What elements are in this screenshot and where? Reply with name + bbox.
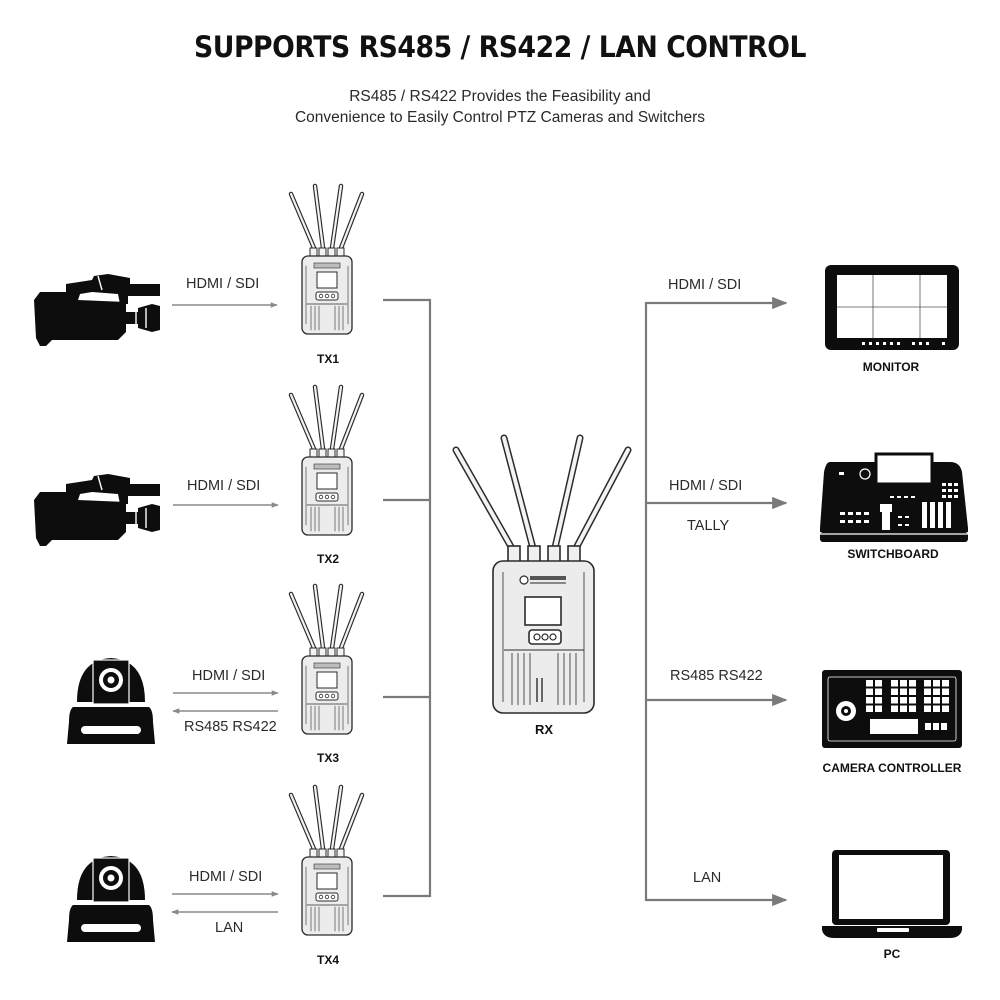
tx-bus-bracket	[383, 298, 432, 898]
tx4-forward-label: HDMI / SDI	[189, 869, 263, 885]
controller-key	[909, 705, 916, 712]
subtitle-line-2: Convenience to Easily Control PTZ Camera…	[294, 109, 706, 126]
controller-key	[866, 705, 873, 712]
rx-name: RX	[534, 722, 554, 737]
controller-key	[900, 688, 907, 695]
controller-key	[875, 680, 882, 687]
controller-key	[891, 680, 898, 687]
controller-key	[942, 680, 949, 687]
controller-key	[924, 697, 931, 704]
transmitter-tx2-icon	[291, 387, 362, 535]
monitor-icon	[825, 265, 959, 350]
tx4-name: TX4	[316, 953, 340, 967]
controller-key	[875, 688, 882, 695]
camera-controller-name: CAMERA CONTROLLER	[822, 761, 962, 775]
rx-output-bus	[644, 296, 788, 907]
controller-key	[942, 697, 949, 704]
switchboard-tally-label: TALLY	[687, 518, 730, 534]
controller-key	[909, 680, 916, 687]
transmitter-tx3-icon	[291, 586, 362, 734]
camcorder-icon	[33, 273, 161, 347]
ptz-camera-icon	[66, 855, 156, 943]
pc-name: PC	[883, 947, 901, 961]
controller-key	[933, 680, 940, 687]
controller-key	[909, 697, 916, 704]
transmitter-tx4-icon	[291, 787, 362, 935]
tx3-name: TX3	[316, 751, 340, 765]
monitor-link-label: HDMI / SDI	[668, 277, 742, 293]
controller-key	[924, 680, 931, 687]
controller-key	[900, 697, 907, 704]
controller-key	[924, 705, 931, 712]
controller-key	[933, 697, 940, 704]
tx2-forward-label: HDMI / SDI	[187, 478, 261, 494]
controller-key	[891, 705, 898, 712]
tx3-return-label: RS485 RS422	[184, 719, 277, 735]
wireless-receiver-icon	[452, 434, 632, 714]
tx1-name: TX1	[316, 352, 340, 366]
controller-key	[900, 680, 907, 687]
ptz-camera-icon	[66, 657, 156, 745]
controller-key	[875, 697, 882, 704]
camera-controller-icon	[822, 670, 962, 748]
subtitle-line-1: RS485 / RS422 Provides the Feasibility a…	[349, 88, 651, 105]
controller-key	[891, 697, 898, 704]
tx3-forward-label: HDMI / SDI	[192, 668, 266, 684]
controller-key	[933, 705, 940, 712]
camcorder-icon	[33, 473, 161, 547]
transmitter-tx1-icon	[291, 186, 362, 334]
controller-key	[924, 688, 931, 695]
controller-key	[909, 688, 916, 695]
controller-key	[875, 705, 882, 712]
controller-key	[933, 688, 940, 695]
controller-key	[942, 705, 949, 712]
camera-controller-link-label: RS485 RS422	[670, 668, 763, 684]
tx2-name: TX2	[316, 552, 340, 566]
switchboard-name: SWITCHBOARD	[847, 547, 939, 561]
controller-key	[866, 697, 873, 704]
page-title: SUPPORTS RS485 / RS422 / LAN CONTROL	[193, 30, 806, 64]
tx1-forward-label: HDMI / SDI	[186, 276, 260, 292]
switchboard-link-label: HDMI / SDI	[669, 478, 743, 494]
controller-key	[891, 688, 898, 695]
switchboard-icon	[820, 452, 968, 542]
laptop-icon	[822, 850, 962, 938]
page-subtitle: RS485 / RS422 Provides the Feasibility a…	[0, 86, 1000, 128]
tx4-return-label: LAN	[215, 920, 244, 936]
monitor-name: MONITOR	[862, 360, 920, 374]
pc-link-label: LAN	[693, 870, 722, 886]
controller-key	[866, 688, 873, 695]
controller-key	[866, 680, 873, 687]
controller-key	[942, 688, 949, 695]
controller-key	[900, 705, 907, 712]
